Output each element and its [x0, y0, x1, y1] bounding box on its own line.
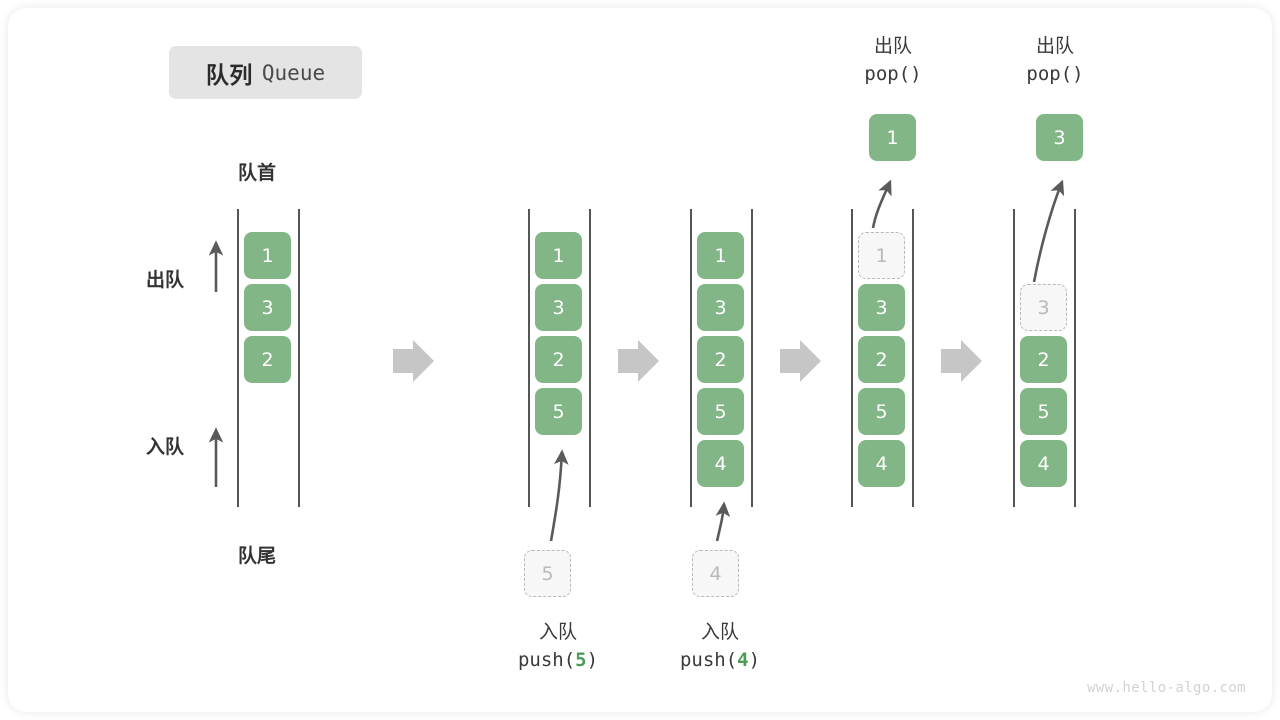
queue-box: 3 — [244, 284, 291, 331]
queue-box: 5 — [858, 388, 905, 435]
push-caption-1: 入队 push(5) — [478, 619, 638, 674]
rail-right-panel-2 — [589, 209, 591, 507]
rail-right-panel-5 — [1074, 209, 1076, 507]
queue-box: 2 — [697, 336, 744, 383]
title-label-cn: 队列 — [205, 61, 253, 88]
queue-box: 2 — [244, 336, 291, 383]
queue-box: 4 — [1020, 440, 1067, 487]
pop-caption-2: 出队 pop() — [985, 33, 1125, 88]
queue-box: 1 — [535, 232, 582, 279]
pop-caption-2-code: pop() — [1026, 62, 1084, 85]
push-value-1: 5 — [575, 648, 587, 671]
rail-right-panel-3 — [751, 209, 753, 507]
diagram-card — [8, 8, 1272, 712]
rail-right-panel-4 — [912, 209, 914, 507]
title-badge: 队列 Queue — [169, 46, 362, 99]
pop-caption-1-cn: 出队 — [873, 36, 912, 57]
queue-box: 3 — [697, 284, 744, 331]
queue-box: 2 — [1020, 336, 1067, 383]
incoming-ghost-box: 5 — [524, 550, 571, 597]
title-label-en: Queue — [261, 60, 326, 85]
rail-left-panel-3 — [690, 209, 692, 507]
queue-box: 5 — [697, 388, 744, 435]
queue-ghost-box: 3 — [1020, 284, 1067, 331]
push-caption-2-code: push(4) — [679, 648, 761, 671]
queue-box: 5 — [1020, 388, 1067, 435]
enqueue-side-label: 入队 — [146, 437, 185, 458]
push-caption-2-cn: 入队 — [700, 622, 739, 643]
pop-caption-2-cn: 出队 — [1035, 36, 1074, 57]
queue-box: 5 — [535, 388, 582, 435]
queue-head-label: 队首 — [238, 163, 277, 184]
push-value-2: 4 — [737, 648, 749, 671]
queue-box: 1 — [244, 232, 291, 279]
queue-ghost-box: 1 — [858, 232, 905, 279]
rail-right-panel-1 — [298, 209, 300, 507]
queue-tail-label: 队尾 — [238, 546, 277, 567]
queue-box: 1 — [697, 232, 744, 279]
rail-left-panel-5 — [1013, 209, 1015, 507]
pop-caption-1-code: pop() — [864, 62, 922, 85]
push-caption-1-cn: 入队 — [538, 622, 577, 643]
rail-left-panel-2 — [528, 209, 530, 507]
rail-left-panel-4 — [851, 209, 853, 507]
pop-caption-1: 出队 pop() — [823, 33, 963, 88]
rail-left-panel-1 — [237, 209, 239, 507]
queue-box: 3 — [858, 284, 905, 331]
queue-box: 2 — [535, 336, 582, 383]
queue-box: 3 — [535, 284, 582, 331]
incoming-ghost-box: 4 — [692, 550, 739, 597]
dequeue-side-label: 出队 — [146, 270, 185, 291]
popped-box: 1 — [869, 114, 916, 161]
site-watermark: www.hello-algo.com — [1087, 680, 1246, 696]
queue-box: 2 — [858, 336, 905, 383]
queue-box: 4 — [858, 440, 905, 487]
popped-box: 3 — [1036, 114, 1083, 161]
push-caption-2: 入队 push(4) — [640, 619, 800, 674]
queue-box: 4 — [697, 440, 744, 487]
push-caption-1-code: push(5) — [517, 648, 599, 671]
